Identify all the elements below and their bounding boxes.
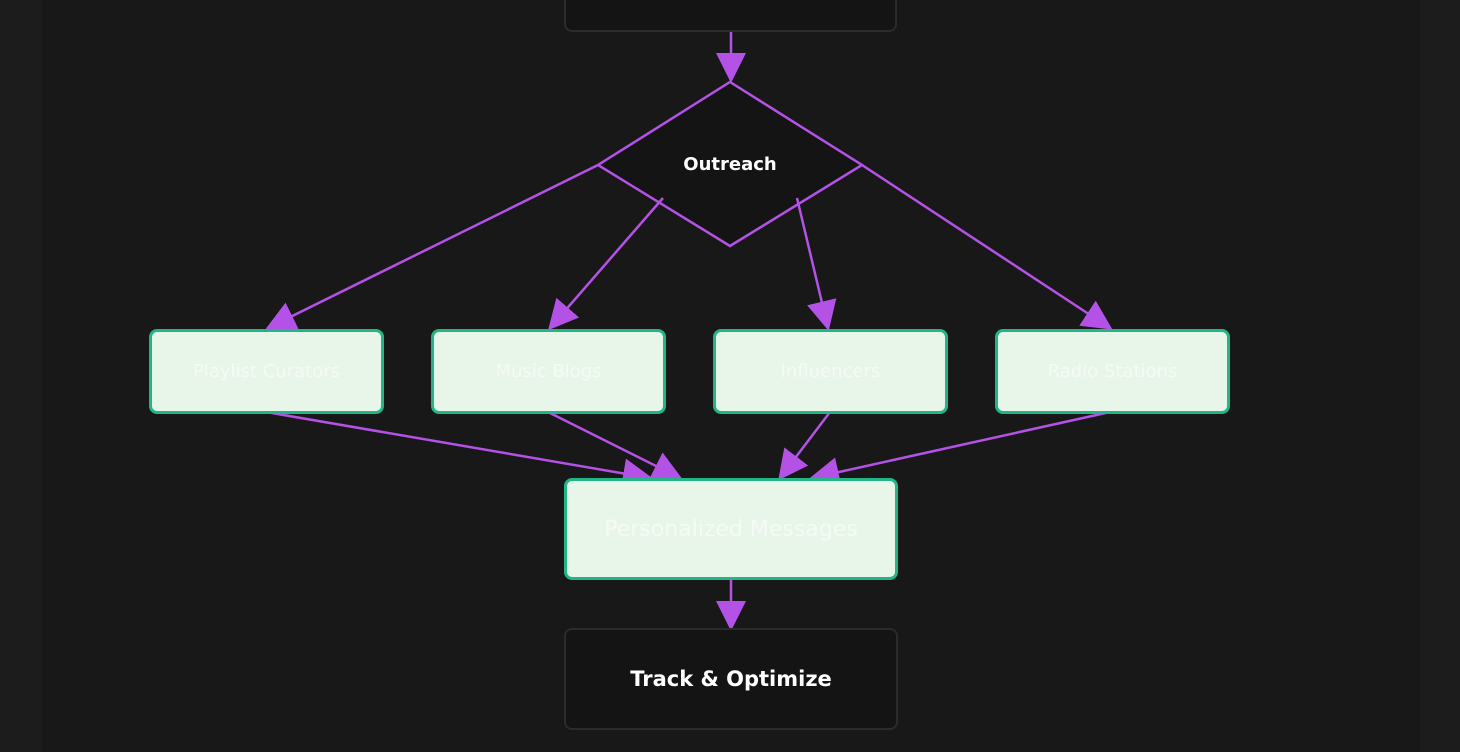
node-label: Influencers: [780, 361, 881, 382]
edge-outreach-to-playlist-curators: [265, 163, 599, 330]
edge-outreach-to-influencers: [795, 197, 837, 331]
edge-radio-stations-to-messages: [809, 410, 1111, 487]
node-label: Radio Stations: [1047, 361, 1178, 382]
node-playlist-curators: Playlist Curators: [149, 329, 384, 414]
node-label: Music Blogs: [495, 361, 602, 382]
node-influencers: Influencers: [713, 329, 948, 414]
node-label: Playlist Curators: [193, 361, 340, 382]
node-label: Personalized Messages: [604, 516, 858, 542]
outreach-decision-shape: [595, 80, 865, 248]
edge-music-blogs-to-messages: [547, 410, 683, 480]
edge-outreach-to-music-blogs: [548, 197, 664, 331]
node-radio-stations: Radio Stations: [995, 329, 1230, 414]
outreach-label: Outreach: [683, 154, 777, 175]
node-track-optimize: Track & Optimize: [564, 628, 898, 730]
node-music-blogs: Music Blogs: [431, 329, 666, 414]
edge-influencers-to-messages: [778, 411, 831, 481]
top-node: [564, 0, 897, 32]
edge-playlist-curators-to-messages: [265, 410, 653, 489]
node-personalized-messages: Personalized Messages: [564, 478, 898, 580]
node-label: Track & Optimize: [630, 667, 832, 691]
edge-outreach-to-radio-stations: [861, 163, 1113, 330]
